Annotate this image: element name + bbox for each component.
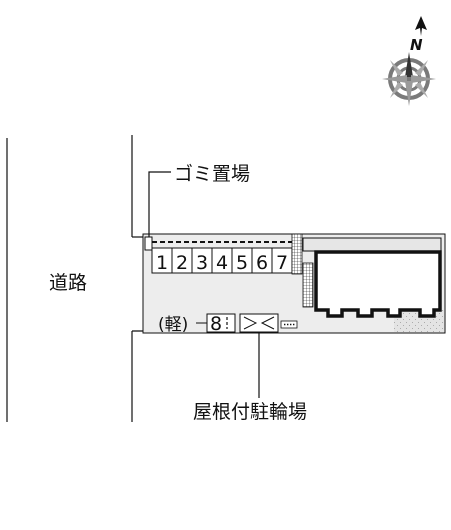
bike-shelter-small-box bbox=[280, 320, 298, 329]
parking-slots: 1 2 3 4 5 6 7 bbox=[151, 247, 293, 274]
bike-shelter-box bbox=[239, 313, 279, 333]
light-vehicle-label: (軽) bbox=[158, 315, 188, 335]
light-vehicle-slot-box bbox=[206, 313, 236, 333]
parking-slot-1: 1 bbox=[156, 252, 168, 274]
parking-slot-2: 2 bbox=[176, 252, 188, 274]
parking-slot-3: 3 bbox=[196, 252, 208, 274]
parking-slot-7: 7 bbox=[276, 252, 288, 274]
parking-slot-6: 6 bbox=[256, 252, 268, 274]
garbage-area-marker bbox=[144, 236, 153, 251]
garbage-area-label: ゴミ置場 bbox=[174, 163, 250, 185]
road-label: 道路 bbox=[49, 272, 87, 294]
building-outline bbox=[314, 250, 442, 318]
light-vehicle-slot-8: 8 bbox=[210, 313, 222, 335]
bike-shelter-cross-icon bbox=[243, 316, 275, 330]
parking-slot-4: 4 bbox=[216, 252, 228, 274]
bike-shelter-label: 屋根付駐輪場 bbox=[193, 401, 307, 423]
compass-icon bbox=[382, 52, 436, 106]
garbage-leader-line bbox=[148, 171, 171, 243]
entrance-grid bbox=[302, 262, 314, 308]
north-arrow-icon bbox=[415, 16, 427, 36]
north-label: N bbox=[410, 36, 423, 54]
parking-grid-edge bbox=[291, 233, 303, 275]
parking-slot-5: 5 bbox=[236, 252, 248, 274]
building-band bbox=[302, 237, 442, 252]
